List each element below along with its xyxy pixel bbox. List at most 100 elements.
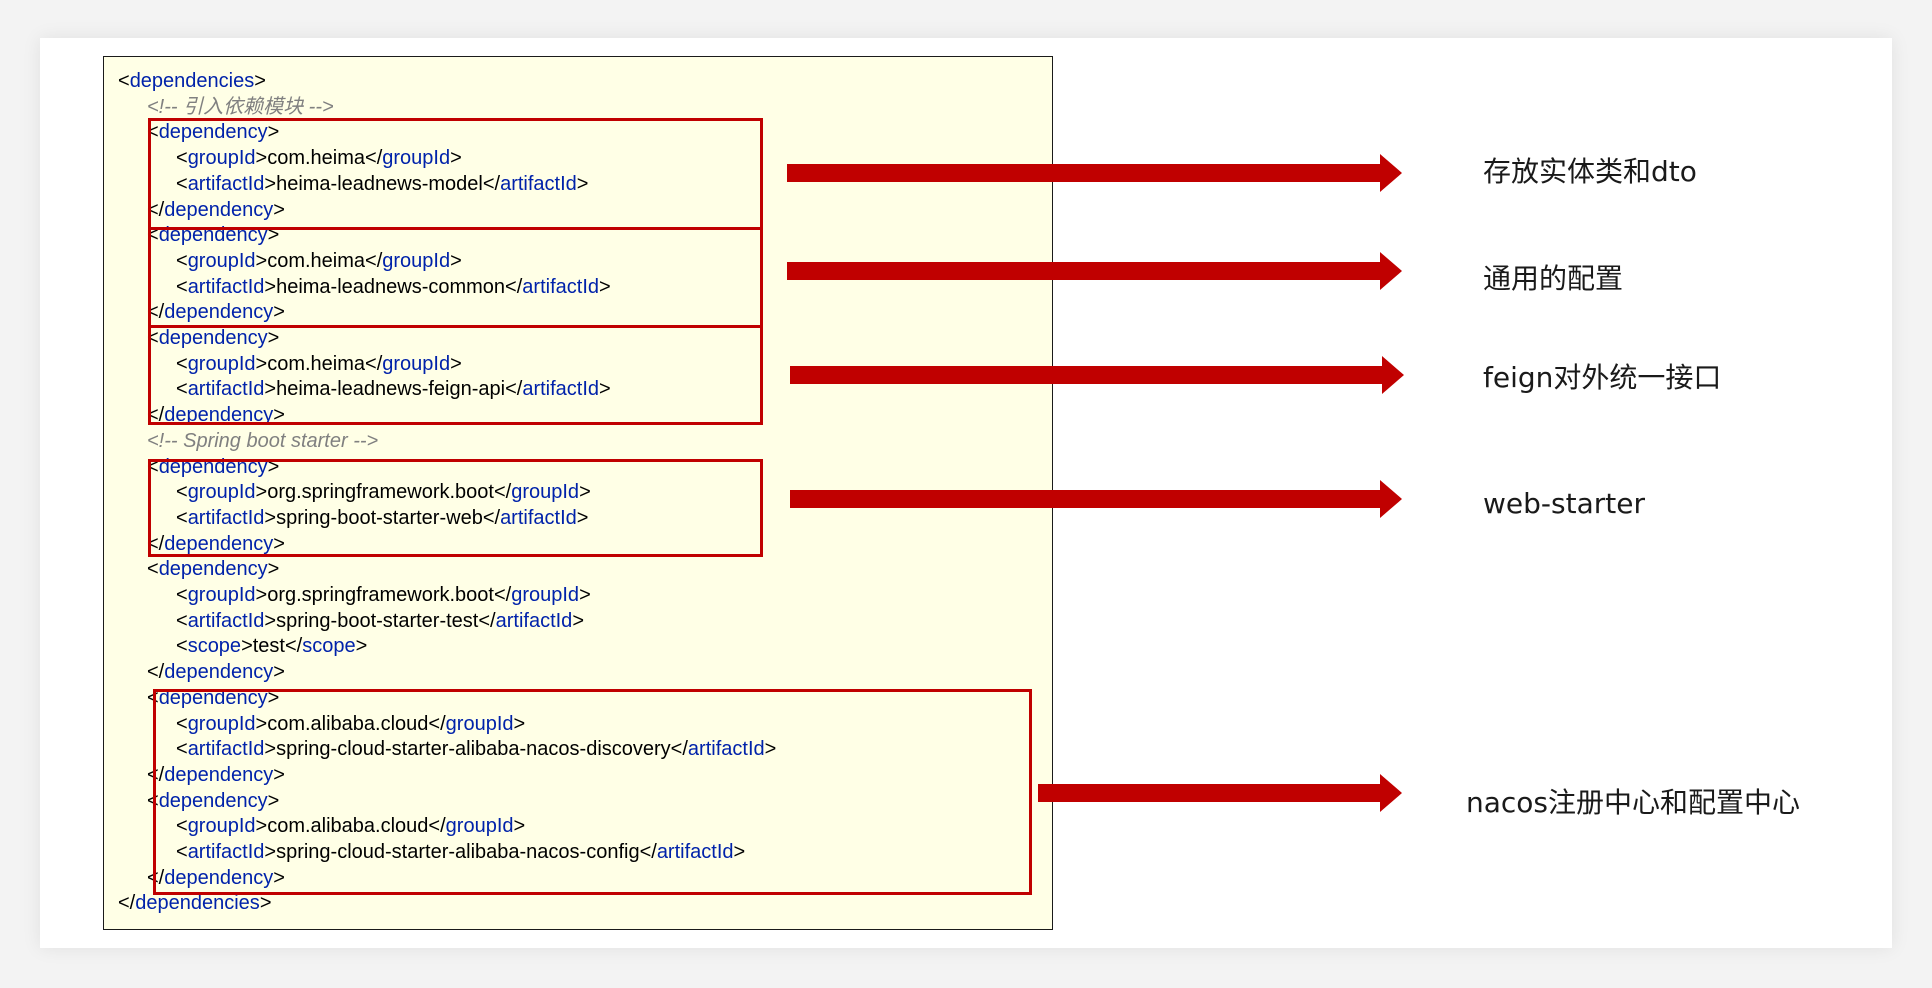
xml-text: >com.alibaba.cloud</ <box>255 815 446 838</box>
xml-text: > <box>254 70 266 92</box>
xml-text: </ <box>147 532 165 555</box>
xml-text: </ <box>147 404 165 427</box>
xml-text: > <box>273 301 285 324</box>
xml-text: </ <box>147 661 165 684</box>
label-model: 存放实体类和dto <box>1483 155 1697 188</box>
xml-tag-name: artifactId <box>500 172 577 195</box>
code-line: <groupId>org.springframework.boot</group… <box>176 583 591 609</box>
xml-text: < <box>176 609 188 632</box>
xml-text: > <box>579 481 591 504</box>
xml-tag-name: groupId <box>445 712 514 735</box>
xml-text: > <box>273 763 285 786</box>
xml-tag-name: dependency <box>164 404 274 427</box>
xml-tag-name: dependency <box>158 121 268 144</box>
xml-text: > <box>355 635 368 658</box>
code-line: </dependency> <box>147 198 285 224</box>
xml-tag-name: artifactId <box>187 841 265 863</box>
label-nacos: nacos注册中心和配置中心 <box>1466 786 1801 819</box>
code-line: <artifactId>spring-cloud-starter-alibaba… <box>176 840 745 866</box>
arrow-nacos <box>1038 774 1402 812</box>
xml-text: >org.springframework.boot</ <box>255 584 512 606</box>
xml-tag-name: dependency <box>164 763 274 786</box>
xml-tag-name: artifactId <box>187 609 265 632</box>
xml-tag-name: artifactId <box>187 275 265 298</box>
xml-text: > <box>267 224 280 247</box>
xml-tag-name: dependency <box>158 789 268 812</box>
xml-tag-name: artifactId <box>187 738 265 761</box>
xml-text: > <box>576 506 589 529</box>
xml-text: >spring-cloud-starter-alibaba-nacos-disc… <box>264 738 688 761</box>
xml-text: > <box>733 841 746 863</box>
xml-text: < <box>147 686 159 709</box>
xml-text: < <box>176 352 188 375</box>
xml-comment: <!-- 引入依赖模块 --> <box>147 95 334 118</box>
xml-tag-name: scope <box>302 635 356 658</box>
code-line: <artifactId>heima-leadnews-common</artif… <box>176 275 611 301</box>
xml-text: >heima-leadnews-common</ <box>264 275 523 298</box>
xml-text: > <box>513 815 526 838</box>
arrow-model <box>787 154 1402 192</box>
xml-tag-name: dependencies <box>129 70 255 92</box>
xml-text: < <box>176 249 188 272</box>
code-line: <dependency> <box>147 557 279 583</box>
xml-tag-name: groupId <box>187 815 256 838</box>
xml-tag-name: groupId <box>187 147 256 170</box>
xml-tag-name: groupId <box>511 481 580 504</box>
xml-text: < <box>118 70 130 92</box>
xml-tag-name: dependency <box>164 866 274 889</box>
xml-tag-name: dependencies <box>135 892 260 915</box>
xml-tag-name: groupId <box>382 352 451 375</box>
highlight-nacos <box>153 689 1032 895</box>
xml-tag-name: artifactId <box>656 841 734 863</box>
xml-tag-name: artifactId <box>495 609 573 632</box>
xml-text: > <box>450 249 462 272</box>
xml-text: > <box>599 378 611 401</box>
xml-text: > <box>450 352 462 375</box>
xml-text: </ <box>147 301 165 324</box>
xml-text: >heima-leadnews-model</ <box>264 172 501 195</box>
code-line: <groupId>com.alibaba.cloud</groupId> <box>176 712 525 738</box>
code-line: <!-- Spring boot starter --> <box>147 429 378 455</box>
xml-tag-name: dependency <box>164 301 274 324</box>
xml-text: > <box>513 712 526 735</box>
xml-text: < <box>147 121 159 144</box>
xml-text: </ <box>118 892 136 915</box>
xml-text: >com.alibaba.cloud</ <box>255 712 446 735</box>
code-line: <groupId>com.heima</groupId> <box>176 146 462 172</box>
arrow-feign-api <box>790 356 1404 394</box>
xml-tag-name: scope <box>187 635 242 658</box>
xml-text: >heima-leadnews-feign-api</ <box>264 378 523 401</box>
code-line: </dependency> <box>147 660 285 686</box>
code-line: </dependency> <box>147 866 285 892</box>
xml-tag-name: artifactId <box>687 738 765 761</box>
xml-tag-name: artifactId <box>187 172 265 195</box>
arrow-common <box>787 252 1402 290</box>
xml-tag-name: artifactId <box>187 506 265 529</box>
xml-text: < <box>176 635 188 658</box>
code-line: <artifactId>spring-boot-starter-test</ar… <box>176 609 584 635</box>
xml-text: > <box>267 327 280 349</box>
code-line: <groupId>com.alibaba.cloud</groupId> <box>176 814 525 840</box>
xml-text: > <box>273 532 285 555</box>
code-line: <dependency> <box>147 326 279 352</box>
xml-tag-name: dependency <box>158 327 268 349</box>
xml-text: < <box>176 506 188 529</box>
code-line: <groupId>com.heima</groupId> <box>176 352 462 378</box>
xml-text: > <box>267 558 280 581</box>
xml-text: < <box>176 481 188 504</box>
code-line: <!-- 引入依赖模块 --> <box>147 95 334 121</box>
xml-text: </ <box>147 198 165 221</box>
xml-tag-name: groupId <box>187 249 256 272</box>
xml-tag-name: groupId <box>187 481 256 504</box>
xml-text: < <box>147 558 159 581</box>
label-web-starter: web-starter <box>1483 487 1645 520</box>
code-line: <groupId>com.heima</groupId> <box>176 249 462 275</box>
code-line: <artifactId>heima-leadnews-feign-api</ar… <box>176 377 611 403</box>
xml-text: >com.heima</ <box>255 352 383 375</box>
highlight-feign-api <box>148 325 763 425</box>
xml-text: < <box>176 815 188 838</box>
xml-text: < <box>147 789 159 812</box>
xml-tag-name: artifactId <box>187 378 265 401</box>
xml-tag-name: artifactId <box>500 506 577 529</box>
